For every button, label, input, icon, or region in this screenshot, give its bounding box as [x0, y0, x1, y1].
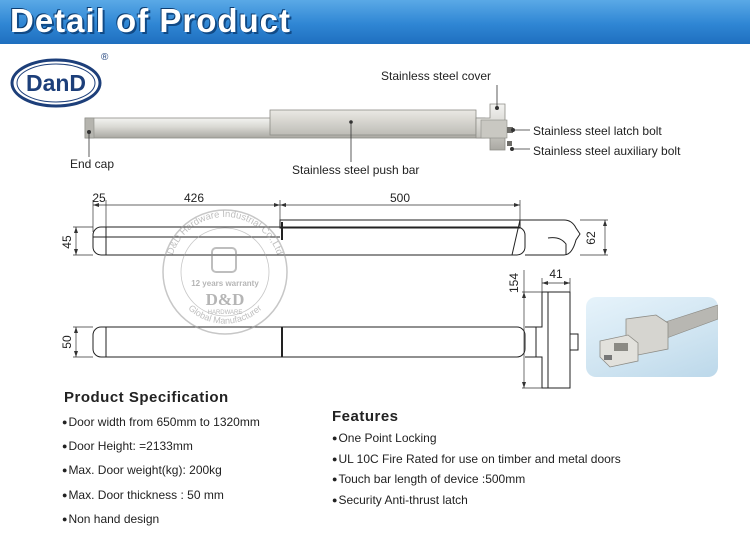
spec-list: ●Door width from 650mm to 1320mm ●Door H… [62, 415, 260, 536]
callout-end-cap: End cap [70, 157, 115, 171]
spec-item: ●Max. Door weight(kg): 200kg [62, 463, 222, 478]
watermark-years: 12 years warranty [191, 279, 259, 288]
bullet-icon: ● [332, 474, 338, 484]
latch-photo [586, 297, 718, 377]
spec-item: ●Door width from 650mm to 1320mm [62, 415, 260, 429]
bullet-icon: ● [62, 489, 68, 500]
feature-item: ●Security Anti-thrust latch [332, 492, 468, 507]
watermark-seal: D&D Hardware Industrial Co.,Ltd Global M… [162, 209, 288, 335]
spec-item: ●Non hand design [62, 511, 160, 526]
bullet-icon: ● [62, 417, 68, 427]
dim-45: 45 [60, 235, 74, 249]
watermark-sub: HARDWARE [208, 310, 243, 316]
spec-item: ●Door Height: =2133mm [62, 439, 193, 454]
feature-item: ●One Point Locking [332, 431, 437, 445]
bullet-icon: ● [332, 433, 338, 443]
callout-cover: Stainless steel cover [381, 69, 492, 83]
features-list: ●One Point Locking ●UL 10C Fire Rated fo… [332, 431, 621, 513]
logo-text: DanD [26, 70, 86, 96]
dim-25: 25 [92, 191, 106, 205]
brand-logo: DanD [10, 58, 102, 108]
bullet-icon: ● [332, 453, 338, 464]
page-title: Detail of Product [10, 2, 292, 39]
spec-title: Product Specification [64, 389, 229, 406]
feature-item: ●Touch bar length of device :500mm [332, 472, 526, 486]
product-bar-image [84, 103, 513, 151]
features-title: Features [332, 408, 399, 425]
svg-text:Global Manufacturer: Global Manufacturer [187, 303, 264, 326]
bullet-icon: ● [62, 441, 68, 452]
header-banner: Detail of Product [0, 0, 750, 44]
registered-mark: ® [101, 52, 109, 63]
callout-push-bar: Stainless steel push bar [292, 163, 420, 177]
dim-426: 426 [184, 191, 204, 205]
bullet-icon: ● [62, 513, 68, 524]
svg-text:D&D Hardware Industrial Co.,Lt: D&D Hardware Industrial Co.,Ltd [165, 209, 285, 256]
dim-41: 41 [549, 267, 563, 281]
dim-62: 62 [584, 231, 598, 245]
watermark-ring-bottom: Global Manufacturer [187, 303, 264, 326]
dim-154: 154 [507, 273, 521, 293]
dim-50: 50 [60, 335, 74, 349]
watermark-brand: D&D [206, 290, 245, 309]
bullet-icon: ● [332, 494, 338, 505]
spec-item: ●Max. Door thickness : 50 mm [62, 487, 224, 502]
watermark-ring-top: D&D Hardware Industrial Co.,Ltd [165, 209, 285, 256]
feature-item: ●UL 10C Fire Rated for use on timber and… [332, 451, 621, 466]
callout-latch-bolt: Stainless steel latch bolt [533, 124, 662, 138]
bullet-icon: ● [62, 465, 68, 476]
callout-auxiliary-bolt: Stainless steel auxiliary bolt [533, 144, 681, 158]
dim-500: 500 [390, 191, 410, 205]
